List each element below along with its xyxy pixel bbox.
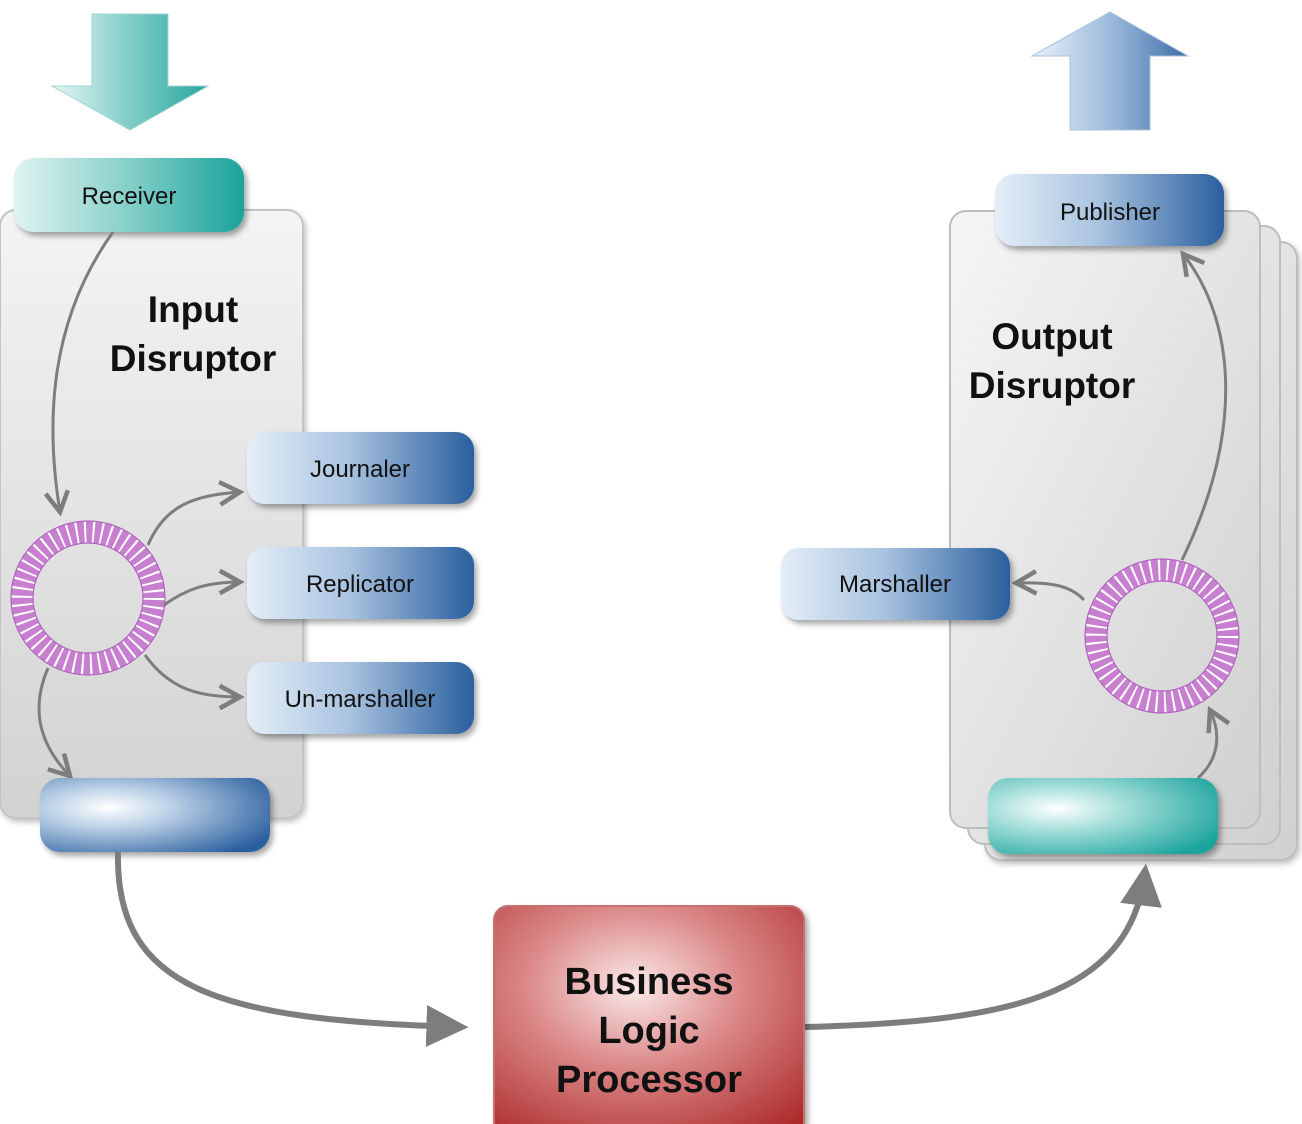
output-disruptor: Output Disruptor Publisher Marshaller xyxy=(781,11,1298,861)
replicator-box xyxy=(247,547,474,619)
ring-to-output-arrow xyxy=(37,667,70,776)
output-disruptor-title-line2: Disruptor xyxy=(969,365,1136,406)
incoming-arrow-icon xyxy=(50,13,210,131)
input-ring-buffer-icon xyxy=(10,520,166,676)
output-disruptor-title-line1: Output xyxy=(991,316,1112,357)
ring-to-marshaller-arrow xyxy=(1016,583,1086,602)
output-disruptor-panel xyxy=(949,210,1261,829)
marshaller-label: Marshaller xyxy=(839,571,951,598)
replicator-label: Replicator xyxy=(306,571,414,598)
publisher-label: Publisher xyxy=(1060,199,1160,226)
outgoing-arrow-icon xyxy=(1030,11,1190,131)
publisher-box xyxy=(995,174,1224,246)
ring-to-publisher-arrow xyxy=(1182,254,1228,561)
input-to-ring-arrow xyxy=(1196,710,1217,780)
business-logic-processor-box xyxy=(493,905,805,1124)
input-disruptor-title-line1: Input xyxy=(148,289,238,330)
receiver-label: Receiver xyxy=(82,183,177,210)
output-ring-buffer-icon xyxy=(1084,558,1240,714)
business-logic-label-line3: Processor xyxy=(556,1059,742,1101)
journaler-label: Journaler xyxy=(310,456,410,483)
processor-to-output-arrow xyxy=(803,863,1162,1030)
business-logic-label-line2: Logic xyxy=(598,1010,699,1052)
journaler-box xyxy=(247,432,474,504)
receiver-to-ring-arrow xyxy=(53,231,115,512)
ring-to-replicator-arrow xyxy=(163,582,240,607)
unmarshaller-label: Un-marshaller xyxy=(285,686,436,713)
output-disruptor-input-box xyxy=(988,778,1218,854)
business-logic-processor: Business Logic Processor xyxy=(114,851,1162,1124)
ring-to-journaler-arrow xyxy=(146,492,240,546)
input-disruptor-title-line2: Disruptor xyxy=(110,338,277,379)
unmarshaller-box xyxy=(247,662,474,734)
receiver-box xyxy=(14,158,244,232)
ring-to-unmarshaller-arrow xyxy=(143,654,240,697)
business-logic-label-line1: Business xyxy=(565,961,734,1003)
input-disruptor: Input Disruptor Receiver Journaler Repli… xyxy=(0,13,474,852)
input-to-processor-arrow xyxy=(114,851,469,1048)
input-disruptor-output-box xyxy=(40,778,270,852)
marshaller-box xyxy=(781,548,1010,620)
